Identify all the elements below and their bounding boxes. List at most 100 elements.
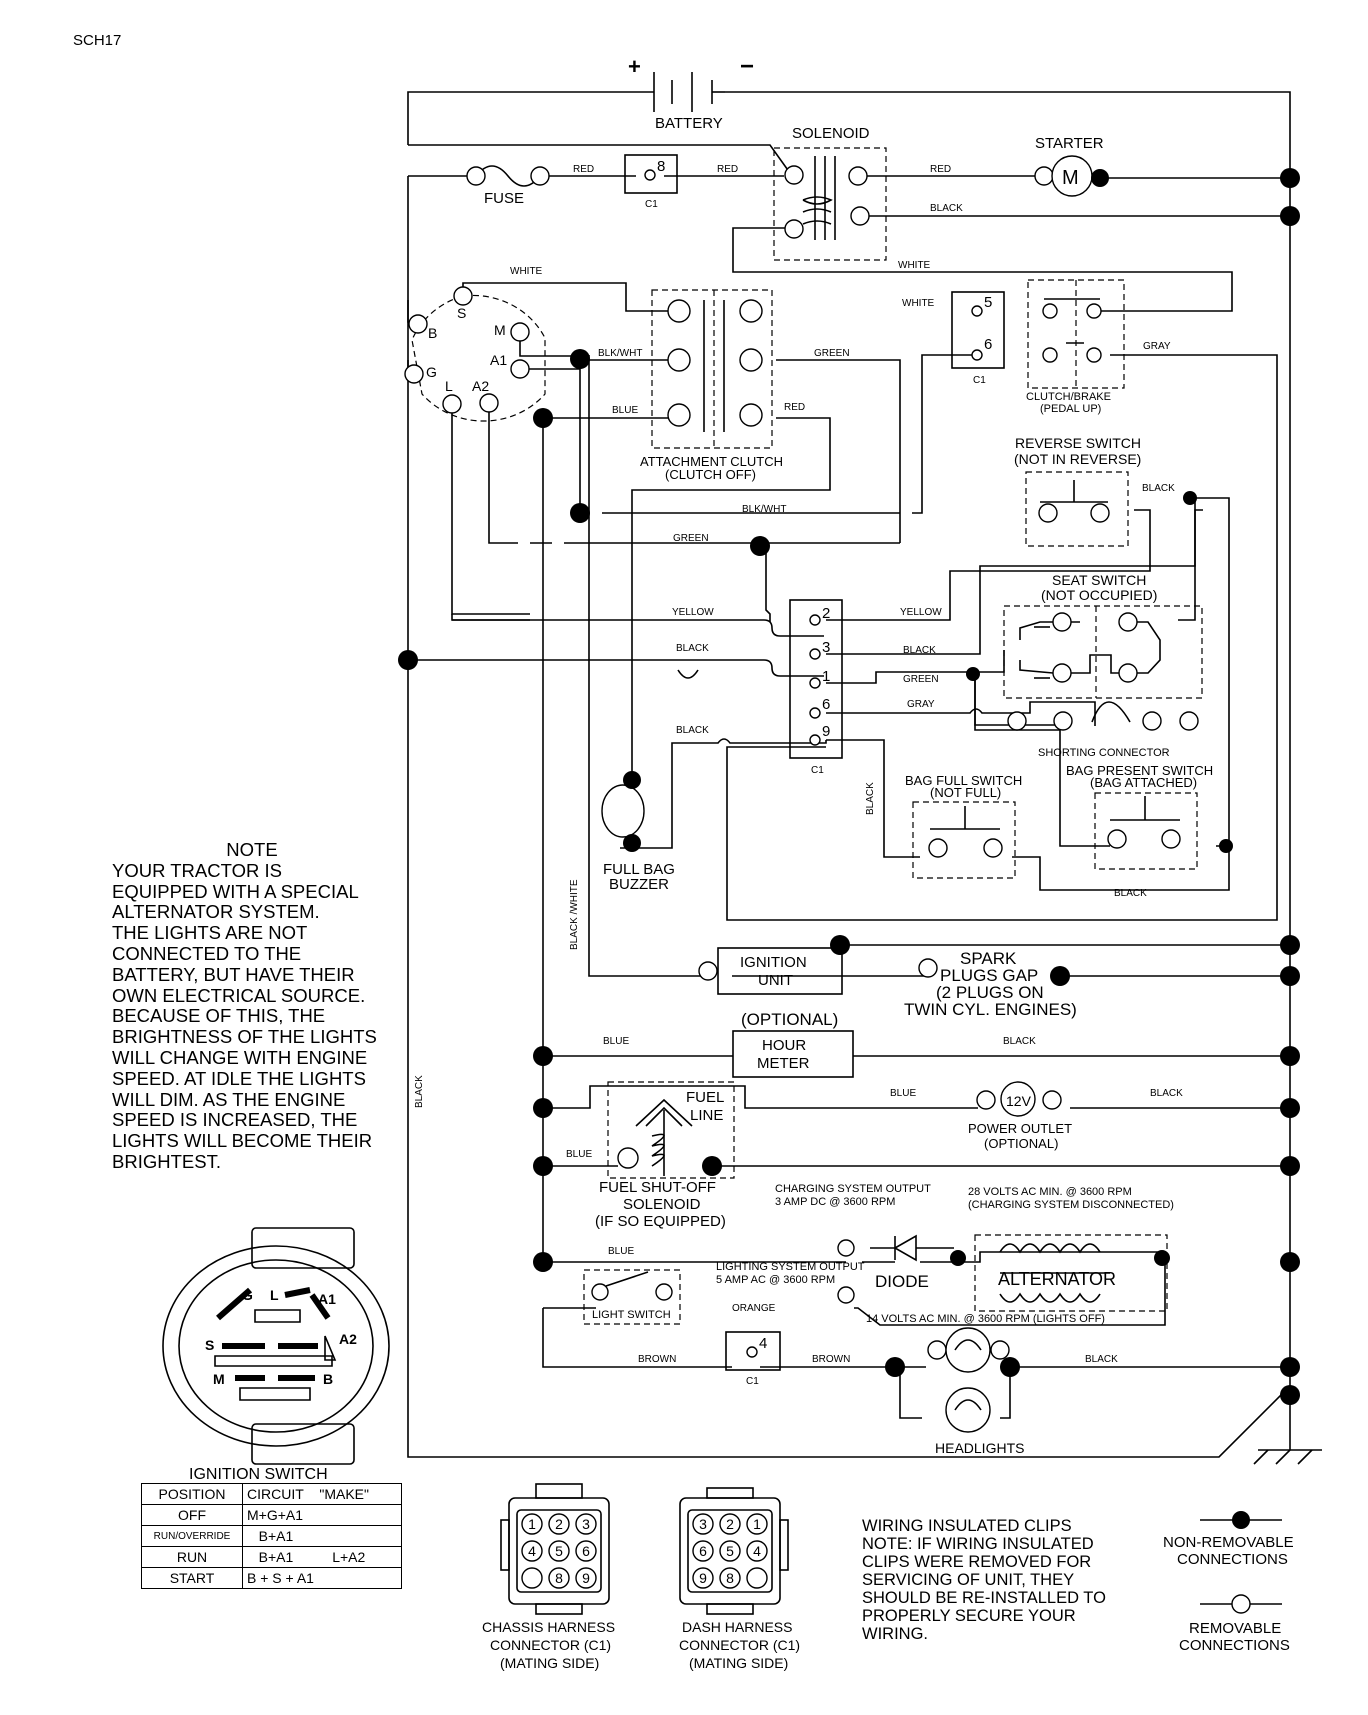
row-circuit-text: B+A1 xyxy=(258,1528,294,1544)
volts28-label: 28 VOLTS AC MIN. @ 3600 RPM xyxy=(968,1186,1132,1198)
spark-plugs-label: SPARK xyxy=(960,949,1017,968)
wire-green-3: GREEN xyxy=(903,674,939,685)
note-line: LIGHTS WILL BECOME THEIR xyxy=(112,1130,373,1152)
bag-full-switch-label: BAG FULL SWITCH xyxy=(905,773,1022,788)
ign-pin-a1: A1 xyxy=(490,352,507,368)
fuel-shutoff-label-2: SOLENOID xyxy=(623,1196,701,1213)
clips-note-line-1: WIRING INSULATED CLIPS xyxy=(862,1517,1072,1535)
clips-note-line-5: SHOULD BE RE-INSTALLED TO xyxy=(862,1589,1106,1607)
dash-pin xyxy=(692,1567,714,1589)
note-title: NOTE xyxy=(226,839,278,860)
row-position: RUN xyxy=(141,1546,243,1568)
clips-note-line-2: NOTE: IF WIRING INSULATED xyxy=(862,1535,1094,1553)
ignition-position-table: POSITION CIRCUIT "MAKE" OFF M+G+A1 RUN/O… xyxy=(141,1483,402,1589)
solenoid-label: SOLENOID xyxy=(792,125,870,142)
ignition-switch-face xyxy=(162,1227,390,1465)
dash-pin xyxy=(719,1513,741,1535)
lighting-output-label: LIGHTING SYSTEM OUTPUT xyxy=(716,1261,865,1273)
wire-yellow-2: YELLOW xyxy=(900,607,942,618)
pin-6b: 6 xyxy=(822,696,830,713)
wire-blue-3: BLUE xyxy=(890,1088,916,1099)
note-line: OWN ELECTRICAL SOURCE. xyxy=(112,984,366,1006)
wire-red-2: RED xyxy=(717,164,738,175)
row-circuit-text: B + S + A1 xyxy=(247,1570,314,1586)
full-bag-buzzer-label-2: BUZZER xyxy=(609,876,669,893)
spark-plugs-label-2: PLUGS GAP xyxy=(940,966,1038,985)
wires xyxy=(407,91,1322,1465)
fuse-label: FUSE xyxy=(484,190,524,207)
row-circuit: B+A1 L+A2 xyxy=(242,1546,402,1568)
row-position: OFF xyxy=(141,1504,243,1526)
note-line: THE LIGHTS ARE NOT xyxy=(112,922,308,944)
face-l: L xyxy=(270,1287,279,1303)
battery-label: BATTERY xyxy=(655,115,723,132)
alternator-label: ALTERNATOR xyxy=(998,1269,1116,1289)
note-line: BECAUSE OF THIS, THE xyxy=(112,1005,326,1027)
dash-pin-label: 5 xyxy=(726,1543,734,1559)
lighting-output-spec: 5 AMP AC @ 3600 RPM xyxy=(716,1274,835,1286)
solenoid-symbol xyxy=(784,156,870,240)
wire-black-8: BLACK xyxy=(1150,1088,1183,1099)
table-row: RUN/OVERRIDE B+A1 xyxy=(141,1525,402,1547)
wire-blue-5: BLUE xyxy=(608,1246,634,1257)
table-row: START B + S + A1 xyxy=(141,1567,402,1589)
chassis-pin-label: 9 xyxy=(582,1570,590,1586)
power-outlet-label: POWER OUTLET xyxy=(968,1121,1072,1136)
ign-pin-l: L xyxy=(445,378,453,394)
face-s: S xyxy=(205,1337,214,1353)
wire-white-2: WHITE xyxy=(510,266,543,277)
chassis-pin xyxy=(548,1513,570,1535)
chassis-pin-label: 4 xyxy=(528,1543,536,1559)
table-row: OFF M+G+A1 xyxy=(141,1504,402,1526)
row-circuit-text: M+G+A1 xyxy=(247,1507,304,1523)
wire-brown-1: BROWN xyxy=(638,1354,676,1365)
pin-9: 9 xyxy=(822,723,830,740)
chassis-connector-label-3: (MATING SIDE) xyxy=(500,1655,599,1671)
clips-note-line-6: PROPERLY SECURE YOUR xyxy=(862,1607,1076,1625)
chassis-pin xyxy=(575,1540,597,1562)
dash-pin-label: 1 xyxy=(753,1516,761,1532)
diode-label: DIODE xyxy=(875,1272,929,1291)
dash-connector-label-3: (MATING SIDE) xyxy=(689,1655,788,1671)
wire-black-white: BLACK /WHITE xyxy=(569,879,580,950)
wire-black-11: BLACK xyxy=(414,1075,425,1108)
header-position: POSITION xyxy=(141,1483,243,1505)
ign-pin-g: G xyxy=(426,364,437,380)
ign-pin-m: M xyxy=(494,322,506,338)
chassis-pin-label: 5 xyxy=(555,1543,563,1559)
row-extra-text: L+A2 xyxy=(332,1549,366,1565)
wire-blkwht-2: BLK/WHT xyxy=(742,504,786,515)
wire-white-1: WHITE xyxy=(898,260,931,271)
c1-label-d: C1 xyxy=(746,1376,759,1387)
wire-white-3: WHITE xyxy=(902,298,935,309)
wire-black-10: BLACK xyxy=(865,782,876,815)
chassis-pin xyxy=(575,1567,597,1589)
light-switch-label: LIGHT SWITCH xyxy=(592,1309,671,1321)
clips-note-line-7: WIRING. xyxy=(862,1625,928,1643)
pin-1: 1 xyxy=(822,668,830,685)
wire-black-5: BLACK xyxy=(676,725,709,736)
dash-pin-label: 4 xyxy=(753,1543,761,1559)
starter-motor-symbol: M xyxy=(1062,167,1079,189)
face-b: B xyxy=(323,1371,333,1387)
header-circuit: CIRCUIT "MAKE" xyxy=(242,1483,402,1505)
note-line: ALTERNATOR SYSTEM. xyxy=(112,901,320,923)
legend-non-removable-2: CONNECTIONS xyxy=(1177,1551,1288,1568)
hour-meter-optional: (OPTIONAL) xyxy=(741,1010,838,1029)
table-header: POSITION CIRCUIT "MAKE" xyxy=(141,1483,402,1505)
row-circuit: B + S + A1 xyxy=(242,1567,402,1589)
wire-black-3: BLACK xyxy=(676,643,709,654)
row-position: START xyxy=(141,1567,243,1589)
spark-plugs-label-3: (2 PLUGS ON xyxy=(936,983,1044,1002)
wire-gray-1: GRAY xyxy=(1143,341,1171,352)
dash-pin xyxy=(746,1513,768,1535)
headlights-label: HEADLIGHTS xyxy=(935,1440,1024,1456)
pin-6: 6 xyxy=(984,336,992,353)
note-line: WILL CHANGE WITH ENGINE xyxy=(112,1046,368,1068)
note-line: SPEED IS INCREASED, THE xyxy=(112,1109,358,1131)
dash-pin-label: 2 xyxy=(726,1516,734,1532)
wire-black-7: BLACK xyxy=(1003,1036,1036,1047)
wire-red-3: RED xyxy=(930,164,951,175)
ignition-unit-label: IGNITION xyxy=(740,954,807,971)
